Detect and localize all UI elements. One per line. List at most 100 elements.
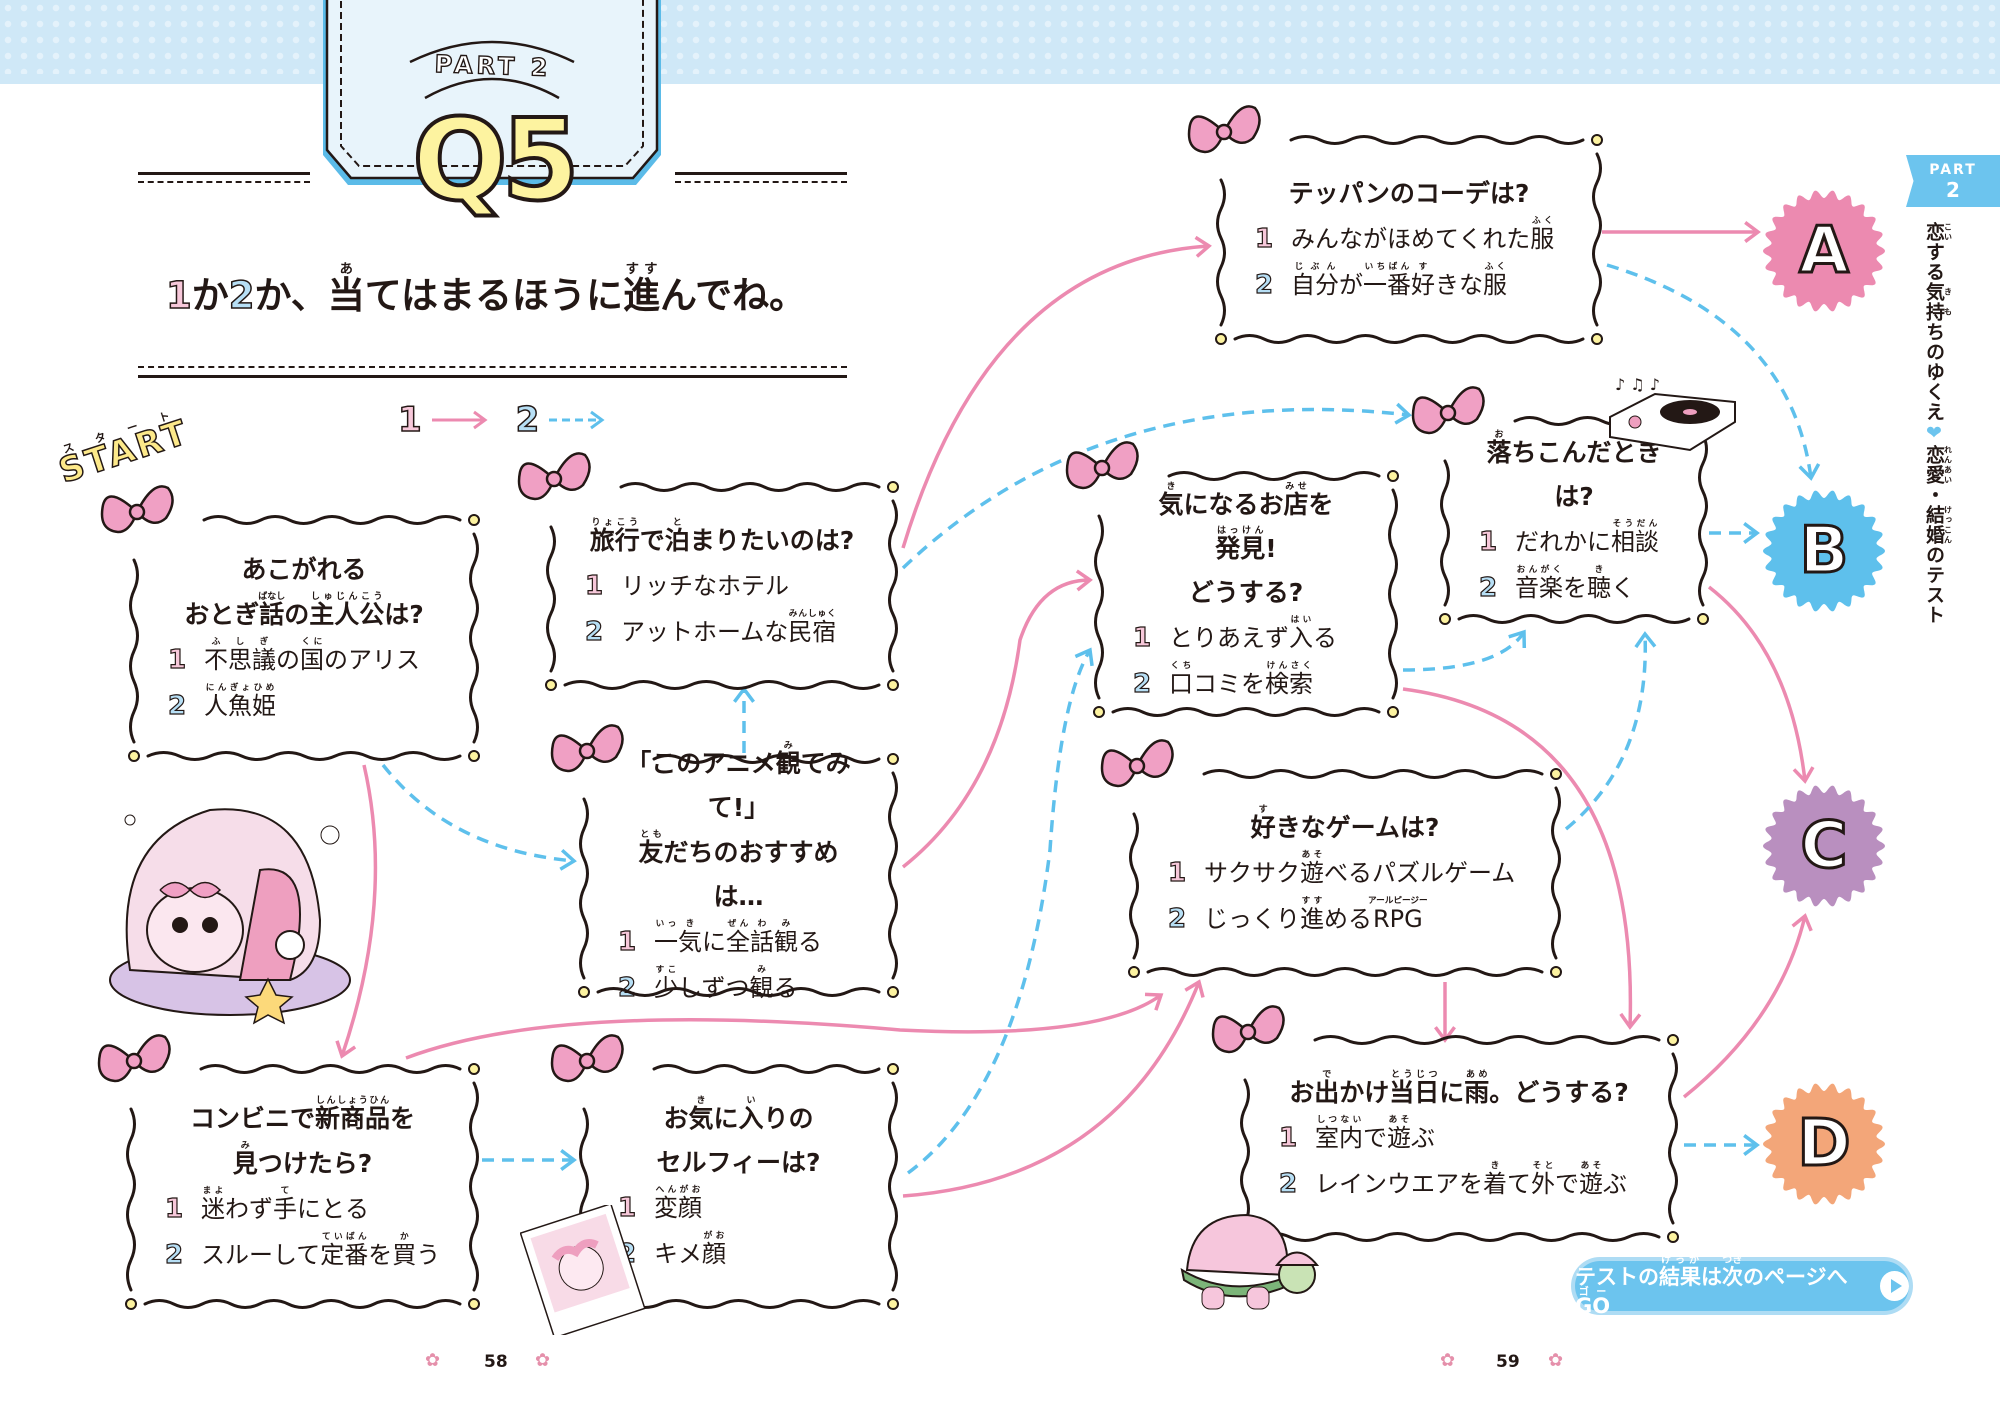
record-player-illustration: ♪ ♫ ♪ [1609, 375, 1736, 452]
question-title: 見みつけたら? [232, 1140, 373, 1178]
answer-option-2[interactable]: 2 スルーして定番ていばんを買かう [164, 1231, 441, 1278]
instruction: 1か2か、当あてはまるほうに進すすんでね。 [165, 262, 807, 319]
arrowhead-icon [559, 848, 577, 871]
question-title: お気きに入いりの [663, 1096, 814, 1133]
side-part-number: 2 [1946, 178, 1960, 202]
instruction-text: か [191, 274, 229, 317]
part-arcs [409, 40, 575, 100]
dashed-arrow-icon [549, 410, 605, 430]
option-text: だれかに相談そうだん [1515, 518, 1659, 556]
instruction-num2: 2 [228, 273, 255, 318]
legend-option1: 1 [397, 399, 422, 441]
page-number-left: 58 [484, 1352, 508, 1372]
arrowhead-icon [1075, 569, 1093, 592]
option-text: 変顔へんがお [654, 1185, 702, 1222]
answer-option-2[interactable]: 2キメ顔がお [617, 1231, 859, 1277]
ribbon-bow-icon [550, 724, 624, 773]
ribbon-bow-icon [97, 1034, 171, 1083]
question-title: テッパンのコーデは? [1288, 178, 1530, 208]
option1-arrow [902, 981, 1201, 1198]
option-number: 1 [1278, 1122, 1298, 1153]
option-text: サクサク遊あそべるパズルゲーム [1204, 849, 1516, 887]
question-title: おとぎ話ばなしの主人公しゅじんこうは? [184, 591, 424, 629]
answer-option-2[interactable]: 2 少すこしずつ観みる [617, 964, 859, 1011]
option-number: 1 [1132, 622, 1152, 653]
play-icon [1880, 1271, 1909, 1301]
result-a-badge[interactable]: A [1762, 189, 1886, 313]
instruction-text: か、当あてはまるほうに進すすんでね。 [254, 262, 807, 317]
rose-icon: ✿ [425, 1350, 441, 1371]
option-text: みんながほめてくれた服ふく [1291, 215, 1555, 253]
question-title: 好すきなゲームは? [1250, 804, 1440, 842]
part-label: PART 2 [433, 49, 552, 83]
option1-arrow [1707, 585, 1807, 782]
arrowhead-icon [1634, 631, 1657, 649]
option-number: 2 [164, 1239, 184, 1270]
option1-arrow [901, 578, 1091, 869]
instruction-num1: 1 [165, 273, 192, 318]
go-next-page-button[interactable]: テストの結果けっかは次つぎのページへGOゴー [1575, 1255, 1909, 1318]
option-number: 1 [164, 1193, 184, 1224]
answer-option-1[interactable]: 1 みんながほめてくれた服ふく [1254, 215, 1563, 262]
option-number: 1 [1254, 223, 1274, 254]
arrowhead-icon [1791, 913, 1813, 932]
legend-option2: 2 [515, 399, 540, 441]
arrowhead-icon [1508, 629, 1527, 649]
option-number: 2 [1254, 269, 1274, 300]
option-text: アットホームな民宿みんしゅく [621, 608, 837, 646]
option2-arrow [1402, 631, 1526, 672]
option-number: 2 [617, 972, 637, 1003]
option-text: じっくり進すすめるRPGアールピージー [1204, 895, 1428, 933]
scalloped-badge-shape [1763, 785, 1885, 907]
option-text: とりあえず入はいる [1169, 614, 1337, 652]
option-text: 少すこしずつ観みる [654, 964, 798, 1002]
option-text: 室内しつないで遊あそぶ [1315, 1115, 1435, 1152]
result-d-badge[interactable]: D [1762, 1082, 1886, 1206]
option-text: キメ顔がお [654, 1231, 726, 1268]
mermaid-in-shell-illustration [109, 808, 351, 1025]
turtle-illustration [1180, 1213, 1320, 1310]
question-title: コンビニで新商品しんしょうひんを [189, 1095, 416, 1133]
side-title-text: 恋愛れんあい・結婚けっこんのテスト [1923, 445, 1953, 625]
question-number: Q5 [410, 96, 581, 226]
ribbon-bow-icon [1100, 739, 1174, 788]
arrowhead-icon [1194, 235, 1212, 258]
divider [675, 172, 847, 187]
arrowhead-icon [1074, 647, 1094, 667]
ribbon-bow-icon [1065, 441, 1139, 490]
result-c-badge[interactable]: C [1762, 784, 1886, 908]
option2-arrow [906, 649, 1092, 1175]
option2-arrow [381, 763, 575, 863]
result-b-badge[interactable]: B [1762, 489, 1886, 613]
rose-icon: ✿ [535, 1350, 551, 1371]
ribbon-bow-icon [1411, 386, 1485, 435]
rose-icon: ✿ [1548, 1350, 1564, 1371]
top-dotted-band [0, 0, 2000, 84]
start-label: STARTスタート [52, 405, 195, 492]
ribbon-bow-icon [1187, 105, 1261, 154]
answer-option-1[interactable]: 1 室内しつないで遊あそぶ [1278, 1115, 1639, 1161]
svg-text:♪ ♫ ♪: ♪ ♫ ♪ [1615, 375, 1660, 394]
rose-icon: ✿ [1440, 1350, 1456, 1371]
answer-option-1[interactable]: 1 とりあえず入はいる [1132, 614, 1359, 661]
option-text: スルーして定番ていばんを買かう [201, 1231, 441, 1269]
arrowhead-icon [1792, 766, 1815, 784]
scalloped-badge-shape [1763, 190, 1885, 312]
